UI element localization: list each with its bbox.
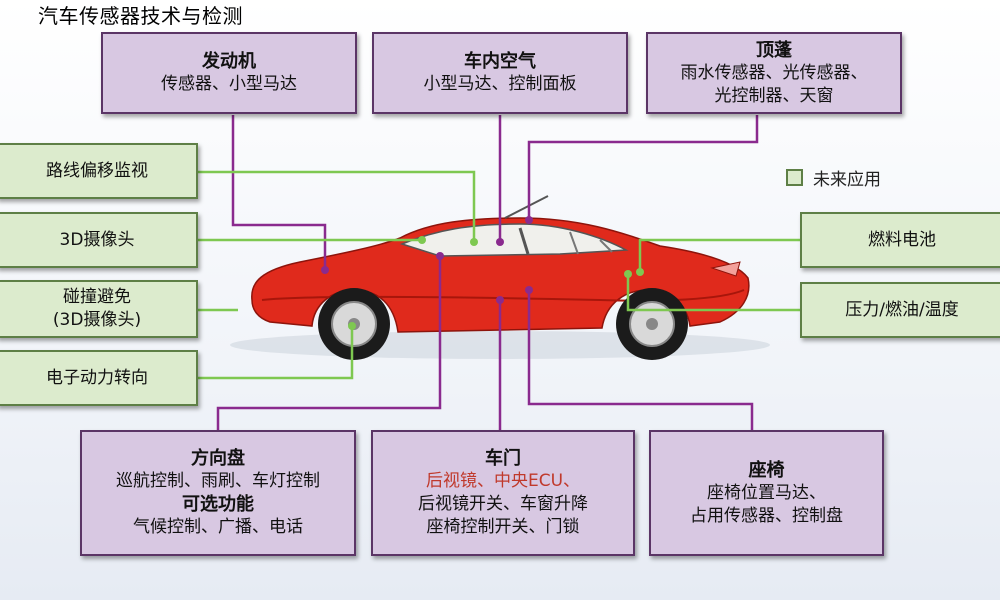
purple-dots [321,216,533,304]
purple-connectors [216,115,759,430]
legend: 未来应用 [786,164,881,190]
seat-heading: 座椅 [748,459,785,481]
steering-wheel-heading: 方向盘 [191,448,245,469]
pressure-box: 压力/燃油/温度 [800,282,1000,338]
engine-box: 发动机 传感器、小型马达 [101,32,357,114]
roof-box: 顶蓬 雨水传感器、光传感器、 光控制器、天窗 [646,32,902,114]
legend-swatch [786,168,803,186]
collision-box: 碰撞避免 (3D摄像头) [0,280,198,338]
seat-line2: 占用传感器、控制盘 [690,505,843,526]
door-line3: 座椅控制开关、门锁 [426,517,580,537]
green-dots [348,236,644,330]
optional-features-heading: 可选功能 [182,494,254,515]
steering-wheel-line2: 气候控制、广播、电话 [133,517,303,537]
door-box: 车门 后视镜、中央ECU、 后视镜开关、车窗升降 座椅控制开关、门锁 [371,430,635,556]
green-connectors [198,170,800,380]
collision-line2: (3D摄像头) [52,310,142,330]
steering-wheel-line1: 巡航控制、雨刷、车灯控制 [116,471,320,491]
legend-label: 未来应用 [813,169,881,190]
fuel-cell-label: 燃料电池 [868,229,936,250]
engine-heading: 发动机 [202,51,256,72]
steering-power-box: 电子动力转向 [0,350,198,406]
camera-box: 3D摄像头 [0,212,198,268]
lane-monitor-box: 路线偏移监视 [0,143,198,199]
cabin-air-heading: 车内空气 [464,51,536,72]
door-line2: 后视镜开关、车窗升降 [418,494,588,514]
door-heading: 车门 [485,448,521,469]
steering-wheel-box: 方向盘 巡航控制、雨刷、车灯控制 可选功能 气候控制、广播、电话 [80,430,356,556]
steering-power-label: 电子动力转向 [46,367,148,388]
lane-monitor-label: 路线偏移监视 [46,160,148,181]
pressure-label: 压力/燃油/温度 [845,299,959,320]
engine-line1: 传感器、小型马达 [161,74,297,94]
roof-line2: 光控制器、天窗 [714,85,834,106]
collision-line1: 碰撞避免 [63,287,131,307]
door-line1: 后视镜、中央ECU、 [425,471,581,491]
seat-line1: 座椅位置马达、 [707,482,826,503]
roof-heading: 顶蓬 [756,39,792,61]
cabin-air-box: 车内空气 小型马达、控制面板 [372,32,628,114]
camera-label: 3D摄像头 [59,229,135,250]
cabin-air-line1: 小型马达、控制面板 [423,74,577,94]
seat-box: 座椅 座椅位置马达、 占用传感器、控制盘 [649,430,884,556]
roof-line1: 雨水传感器、光传感器、 [680,62,868,83]
fuel-cell-box: 燃料电池 [800,212,1000,268]
page-title: 汽车传感器技术与检测 [38,4,243,28]
